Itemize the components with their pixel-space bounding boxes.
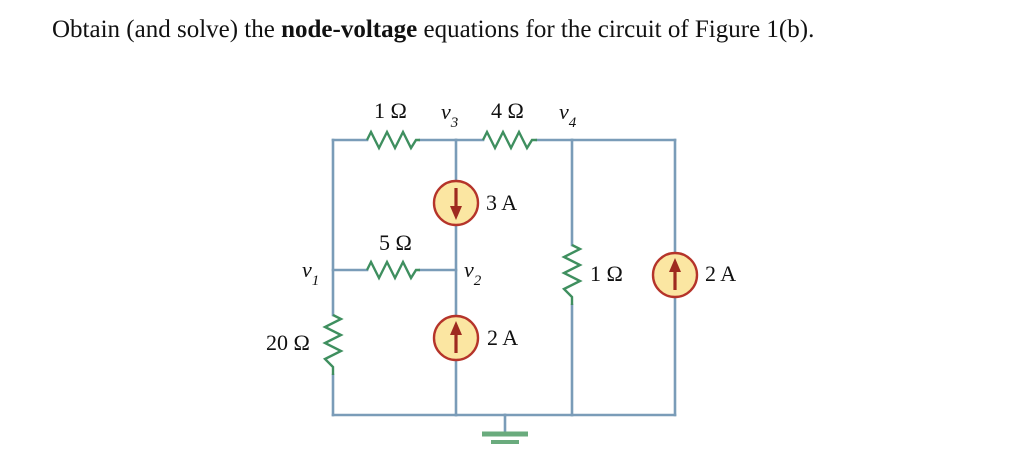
label-resistor-5ohm: 5 Ω [379,230,412,255]
label-node-v2: v2 [464,257,482,290]
resistor-20ohm-symbol [322,313,344,375]
problem-statement: Obtain (and solve) the node-voltage equa… [52,12,957,48]
resistor-1ohm-right-symbol [561,243,583,305]
resistor-1ohm-top-symbol [365,129,420,151]
label-resistor-1ohm-top: 1 Ω [374,98,407,123]
current-source-2a-lower-arrow-head-up-icon [450,321,462,335]
ground-symbol-icon [482,431,528,444]
label-current-source-3a: 3 A [486,190,518,215]
label-resistor-1ohm-right: 1 Ω [590,261,623,286]
label-node-v4-subscript: 4 [568,115,577,132]
current-source-3a-arrow-head-down-icon [450,206,462,220]
current-source-2a-right [651,251,699,299]
label-current-source-2a-lower: 2 A [487,325,519,350]
current-source-3a [432,179,480,227]
label-current-source-2a-right: 2 A [705,261,737,286]
problem-text-before: Obtain (and solve) the [52,16,282,43]
resistor-5ohm-symbol [365,259,420,281]
label-resistor-4ohm-top: 4 Ω [491,98,524,123]
label-resistor-20ohm: 20 Ω [266,330,310,355]
current-source-2a-right-arrow-head-up-icon [669,258,681,272]
label-node-v4: v4 [559,99,577,132]
label-node-v3: v3 [441,99,459,132]
problem-text-after: equations for the circuit of Figure 1(b)… [417,16,815,43]
label-node-v1-subscript: 1 [311,273,320,290]
label-node-v2-subscript: 2 [473,273,482,290]
label-node-v1: v1 [302,257,320,290]
problem-bold-term: node-voltage [281,16,418,43]
current-source-2a-lower [432,314,480,362]
resistor-4ohm-top-symbol [481,129,537,151]
label-node-v3-subscript: 3 [450,115,459,132]
